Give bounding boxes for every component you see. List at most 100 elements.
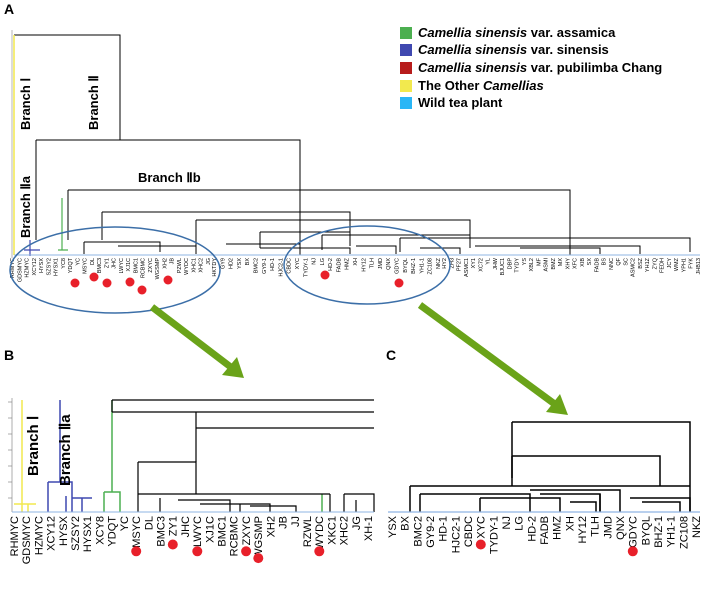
- leaf-label: JMD: [378, 258, 384, 269]
- leaf-label: TLH: [370, 258, 376, 268]
- leaf-label: JB: [170, 258, 176, 265]
- leaf-label: GDYC: [395, 258, 401, 274]
- panel-c-tree: [409, 421, 691, 512]
- legend-swatch-wild: [400, 97, 412, 109]
- panel-b-axis: [8, 398, 13, 512]
- legend-swatch-other: [400, 80, 412, 92]
- leaf-label: BX: [400, 515, 412, 530]
- leaf-label: XIB: [580, 258, 586, 267]
- leaf-label: BSZ: [638, 257, 644, 268]
- marker: [125, 277, 135, 287]
- leaf-label: GY9-1: [262, 258, 268, 274]
- leaf-label: SZSY2: [70, 516, 82, 551]
- leaf-label: BMC2: [254, 258, 260, 273]
- leaf-label: MSYC: [83, 258, 89, 274]
- leaf-label: ZYQ: [653, 257, 659, 269]
- leaf-label: QF: [616, 257, 622, 265]
- legend-swatch-assamica: [400, 27, 412, 39]
- panel-a-highlight-left: [9, 226, 221, 314]
- leaf-label: RHMYC: [10, 258, 16, 278]
- leaf-label: PF27: [457, 258, 463, 271]
- leaf-label: XHC1: [192, 258, 198, 273]
- marker: [89, 272, 99, 282]
- leaf-label: BMZ: [551, 257, 557, 269]
- leaf-label: XYC: [295, 258, 301, 269]
- panel-b-branch-I: Branch Ⅰ: [25, 416, 42, 476]
- leaf-label: MX: [558, 258, 564, 267]
- panel-a-branch-IIb: Branch Ⅱb: [138, 170, 201, 185]
- leaf-label: MF: [536, 257, 542, 266]
- leaf-label: HMZ: [552, 516, 564, 540]
- sample-marker: [131, 546, 142, 557]
- leaf-label: YH1-1: [419, 258, 425, 274]
- leaf-label: JJ: [290, 516, 302, 527]
- leaf-label: XH: [353, 258, 359, 266]
- leaf-label: TYDY-1: [488, 516, 500, 554]
- leaf-label: HD-1: [438, 516, 450, 542]
- leaf-label: ZC108: [428, 258, 434, 275]
- leaf-label: NJ: [501, 516, 513, 529]
- leaf-label: RZWL: [302, 516, 314, 547]
- leaf-label: CBDC: [287, 258, 293, 274]
- leaf-label: XKC1: [326, 516, 338, 545]
- leaf-label: BHZ-1: [411, 258, 417, 274]
- marker: [320, 270, 330, 280]
- leaf-label: JCY: [667, 258, 673, 269]
- panel-b-yellow-clade: [14, 400, 36, 512]
- leaf-label: XJ1C: [126, 258, 132, 271]
- leaf-label: YDQT: [68, 257, 74, 273]
- legend-item-0: Camellia sinensis var. assamica: [418, 25, 616, 40]
- leaf-label: YH1Z: [645, 257, 651, 272]
- leaf-label: TLH: [590, 516, 602, 537]
- leaf-label: HD-1: [270, 258, 276, 271]
- leaf-label: XH2: [162, 258, 168, 269]
- leaf-label: XHC2: [199, 258, 205, 273]
- sample-marker: [241, 546, 252, 557]
- panel-a: A: [4, 1, 702, 314]
- leaf-label: BHZ-1: [653, 516, 665, 548]
- leaf-label: NNC: [609, 258, 615, 270]
- leaf-label: ZXYC: [148, 258, 154, 273]
- leaf-label: BYQL: [640, 516, 652, 545]
- leaf-label: JB: [278, 516, 290, 529]
- leaf-label: JHC: [180, 516, 192, 537]
- leaf-label: BYQL: [403, 258, 409, 273]
- legend-swatch-sinensis: [400, 44, 412, 56]
- leaf-label: BMC1: [217, 516, 229, 547]
- leaf-label: HYSX1: [54, 258, 60, 276]
- leaf-label: DBP: [507, 258, 513, 270]
- leaf-label: NJ: [312, 258, 318, 265]
- leaf-label: HY12: [577, 516, 589, 544]
- leaf-label: WMZ: [674, 257, 680, 271]
- leaf-label: YC: [75, 258, 81, 266]
- leaf-label: JHB13: [696, 258, 702, 275]
- leaf-label: QNX: [386, 258, 392, 270]
- leaf-label: BX: [245, 258, 251, 266]
- sample-marker: [192, 546, 203, 557]
- leaf-label: YSX: [237, 258, 243, 269]
- leaf-label: HYSX1: [82, 516, 94, 552]
- leaf-label: JG: [351, 516, 363, 530]
- leaf-label: XJ1C: [204, 516, 216, 543]
- leaf-label: ZH3: [449, 258, 455, 268]
- leaf-label: SX: [587, 258, 593, 266]
- marker: [394, 278, 404, 288]
- leaf-label: RCBMC: [229, 516, 241, 556]
- leaf-label: ZC108: [678, 516, 690, 549]
- sample-marker: [314, 546, 325, 557]
- leaf-label: YL: [486, 258, 492, 265]
- panel-a-branch-II: Branch Ⅱ: [86, 75, 101, 130]
- leaf-label: HY12: [361, 258, 367, 272]
- leaf-label: SZSY2: [46, 258, 52, 275]
- leaf-label: DL: [143, 516, 155, 530]
- arrows: [149, 302, 568, 415]
- marker: [70, 278, 80, 288]
- legend-swatch-pubilimba: [400, 62, 412, 74]
- leaf-label: FEDH: [660, 258, 666, 273]
- leaf-label: LWYC: [119, 258, 125, 274]
- leaf-label: WGSMP: [155, 258, 161, 280]
- leaf-label: RHMYC: [9, 516, 21, 556]
- leaf-label: XCY8: [94, 516, 106, 545]
- leaf-label: YPH1: [682, 258, 688, 272]
- leaf-label: ZY1: [104, 258, 110, 268]
